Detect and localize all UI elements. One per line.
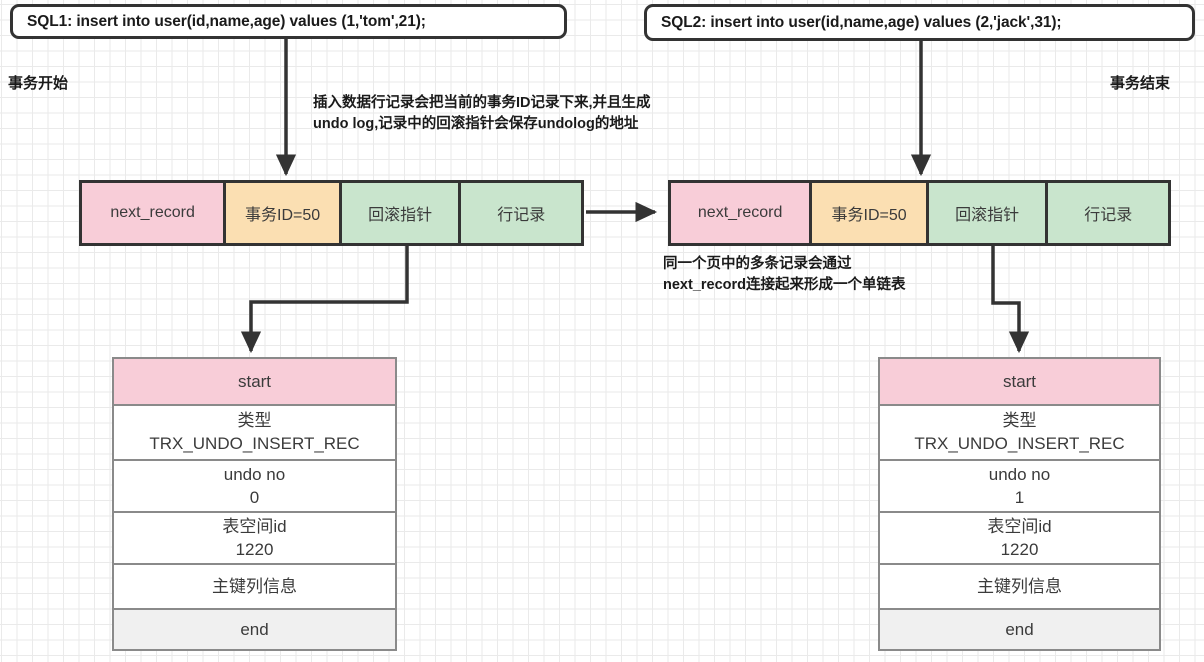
record-2-rollback-pointer-cell: 回滚指针 bbox=[928, 183, 1049, 243]
undolog-2-row-type: 类型 TRX_UNDO_INSERT_REC bbox=[880, 406, 1159, 461]
next-record-annotation-line2: next_record连接起来形成一个单链表 bbox=[663, 277, 906, 293]
sql1-statement-box: SQL1: insert into user(id,name,age) valu… bbox=[10, 4, 567, 39]
undolog-1-tablespace-id-value: 1220 bbox=[235, 540, 274, 560]
undolog-1-row-undo-no: undo no 0 bbox=[114, 461, 395, 513]
next-record-annotation-line1: 同一个页中的多条记录会通过 bbox=[663, 256, 852, 272]
record-2-next-record-cell: next_record bbox=[671, 183, 813, 243]
record-1-next-record-cell: next_record bbox=[82, 183, 227, 243]
undolog-1-type-label: 类型 bbox=[237, 411, 272, 431]
record-2-transaction-id-cell: 事务ID=50 bbox=[812, 183, 929, 243]
undolog-1-start-label: start bbox=[237, 372, 272, 392]
record1-rollback-to-undolog1-arrow bbox=[240, 246, 409, 354]
undolog-2-primary-key-info-label: 主键列信息 bbox=[977, 576, 1062, 596]
undolog-1-tablespace-id-label: 表空间id bbox=[222, 517, 287, 537]
record-1-row-data-cell: 行记录 bbox=[461, 183, 581, 243]
undolog-2-row-tablespace-id: 表空间id 1220 bbox=[880, 513, 1159, 566]
undolog-1-row-start: start bbox=[114, 359, 395, 407]
undolog-1-undo-no-label: undo no bbox=[223, 464, 286, 484]
undolog-2-end-label: end bbox=[1005, 619, 1034, 639]
sql2-statement-box: SQL2: insert into user(id,name,age) valu… bbox=[644, 4, 1195, 41]
record-1-transaction-id-cell: 事务ID=50 bbox=[226, 183, 342, 243]
undolog-table-2: start 类型 TRX_UNDO_INSERT_REC undo no 1 表… bbox=[878, 357, 1161, 651]
undolog-2-row-end: end bbox=[880, 609, 1159, 649]
undolog-2-type-value: TRX_UNDO_INSERT_REC bbox=[914, 434, 1125, 454]
next-record-annotation: 同一个页中的多条记录会通过 next_record连接起来形成一个单链表 bbox=[663, 254, 906, 296]
undolog-1-primary-key-info-label: 主键列信息 bbox=[212, 576, 297, 596]
record2-rollback-to-undolog2-arrow bbox=[991, 246, 1030, 354]
undolog-1-row-end: end bbox=[114, 609, 395, 649]
insert-undolog-annotation-line1: 插入数据行记录会把当前的事务ID记录下来,并且生成 bbox=[313, 95, 651, 111]
undolog-2-undo-no-value: 1 bbox=[1014, 487, 1025, 507]
transaction-begin-label: 事务开始 bbox=[8, 75, 69, 92]
undolog-1-row-tablespace-id: 表空间id 1220 bbox=[114, 513, 395, 566]
undolog-2-start-label: start bbox=[1002, 372, 1037, 392]
undolog-1-row-primary-key-info: 主键列信息 bbox=[114, 565, 395, 610]
undolog-1-undo-no-value: 0 bbox=[249, 487, 260, 507]
record-row-1: next_record 事务ID=50 回滚指针 行记录 bbox=[79, 180, 584, 246]
undolog-2-tablespace-id-label: 表空间id bbox=[987, 517, 1052, 537]
insert-undolog-annotation: 插入数据行记录会把当前的事务ID记录下来,并且生成 undo log,记录中的回… bbox=[313, 93, 651, 135]
undolog-2-tablespace-id-value: 1220 bbox=[1000, 540, 1039, 560]
record-2-row-data-cell: 行记录 bbox=[1048, 183, 1168, 243]
undolog-1-type-value: TRX_UNDO_INSERT_REC bbox=[149, 434, 360, 454]
undolog-2-type-label: 类型 bbox=[1002, 411, 1037, 431]
undolog-2-row-undo-no: undo no 1 bbox=[880, 461, 1159, 513]
insert-undolog-annotation-line2: undo log,记录中的回滚指针会保存undolog的地址 bbox=[313, 116, 639, 132]
undolog-2-undo-no-label: undo no bbox=[988, 464, 1051, 484]
undolog-2-row-primary-key-info: 主键列信息 bbox=[880, 565, 1159, 610]
record-1-rollback-pointer-cell: 回滚指针 bbox=[341, 183, 462, 243]
record-row-2: next_record 事务ID=50 回滚指针 行记录 bbox=[668, 180, 1171, 246]
transaction-end-label: 事务结束 bbox=[1110, 75, 1171, 92]
undolog-1-row-type: 类型 TRX_UNDO_INSERT_REC bbox=[114, 406, 395, 461]
undolog-2-row-start: start bbox=[880, 359, 1159, 407]
undolog-1-end-label: end bbox=[240, 619, 269, 639]
undolog-table-1: start 类型 TRX_UNDO_INSERT_REC undo no 0 表… bbox=[112, 357, 397, 651]
